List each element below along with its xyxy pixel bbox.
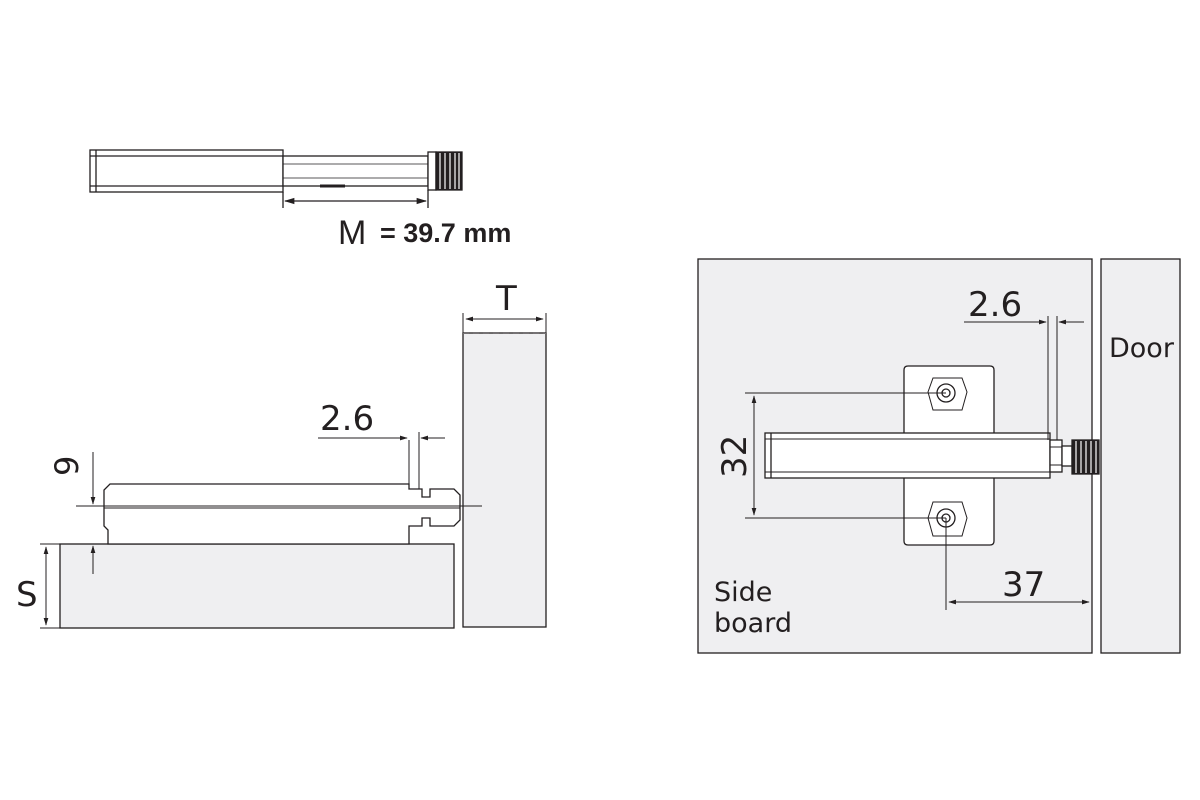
side-board-label-line1: Side (714, 577, 772, 608)
dimension-m-value: = 39.7 mm (380, 218, 511, 248)
bumper-body-front (764, 432, 1051, 479)
bumper-collar (427, 151, 437, 191)
shelf-panel (59, 543, 455, 629)
side-offset-label: 2.6 (320, 399, 374, 439)
bumper-body (89, 149, 284, 193)
side-board-label-line2: board (714, 608, 792, 639)
dimension-37-label: 37 (1002, 565, 1045, 605)
dimension-m-letter: M (338, 214, 366, 252)
door-label: Door (1109, 333, 1175, 364)
top-view-bumper (89, 149, 463, 208)
door-panel-front (1100, 258, 1181, 654)
side-view (40, 313, 547, 629)
dimension-9-label: 9 (48, 456, 86, 476)
bumper-profile (103, 483, 461, 545)
front-view (697, 258, 1181, 654)
door-panel-side (462, 332, 547, 628)
top-screw (927, 377, 968, 411)
dimension-t-label: T (495, 279, 517, 319)
bumper-piston (282, 155, 429, 187)
front-offset-label: 2.6 (968, 285, 1022, 325)
bottom-screw (927, 501, 968, 537)
dimension-32-label: 32 (715, 435, 755, 478)
dimension-s-label: S (16, 575, 38, 615)
